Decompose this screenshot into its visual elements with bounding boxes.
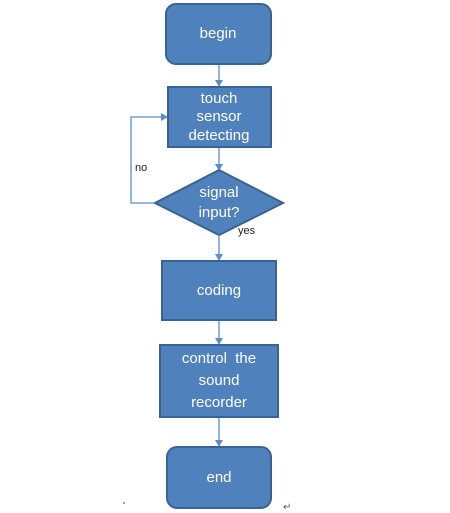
yes-branch-label: yes xyxy=(238,225,256,237)
end-node xyxy=(166,446,272,509)
control-label-line-2: sound xyxy=(199,372,240,389)
edge-no-loop xyxy=(130,113,168,204)
stray-dot xyxy=(123,502,125,504)
decision-label-line-2: input? xyxy=(199,204,240,221)
coding-process-node xyxy=(161,260,277,321)
control-label-line-3: recorder xyxy=(191,394,247,411)
detect-process-node xyxy=(167,86,272,148)
paragraph-return-mark: ↵ xyxy=(283,502,291,513)
begin-node xyxy=(165,3,272,65)
detect-label-line-3: detecting xyxy=(189,127,250,144)
coding-label: coding xyxy=(197,282,241,299)
control-label-line-1: control the xyxy=(182,350,256,367)
signal-input-decision-node xyxy=(152,168,286,237)
no-branch-label: no xyxy=(135,162,147,174)
end-label: end xyxy=(206,469,231,486)
control-recorder-process-node xyxy=(159,344,279,418)
detect-label-line-2: sensor xyxy=(196,108,241,125)
detect-label-line-1: touch xyxy=(201,90,238,107)
decision-label-line-1: signal xyxy=(199,184,238,201)
begin-label: begin xyxy=(200,25,237,42)
